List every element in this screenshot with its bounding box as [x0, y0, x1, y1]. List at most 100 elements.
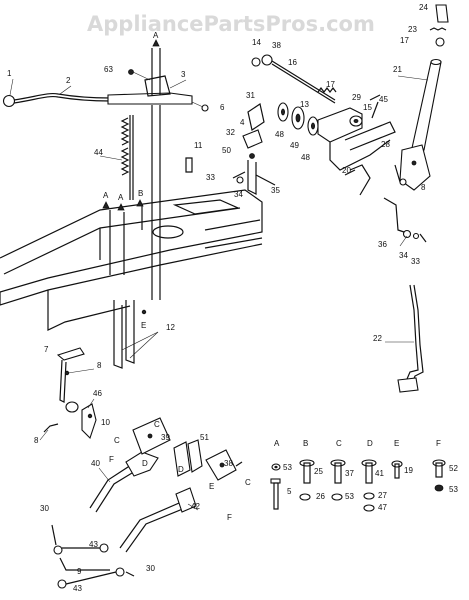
lever-rod-22	[397, 284, 424, 393]
part-label-6: 6	[220, 103, 225, 112]
part-label-C: C	[154, 420, 160, 429]
part-label-39: 39	[161, 433, 170, 442]
svg-text:A: A	[118, 193, 124, 202]
part-label-24: 24	[419, 3, 428, 12]
part-label-41: 41	[375, 469, 384, 478]
part-label-29: 29	[352, 93, 361, 102]
part-label-47: 47	[378, 503, 387, 512]
part-label-48: 48	[301, 153, 310, 162]
part-label-43: 43	[89, 540, 98, 549]
rod-36	[383, 197, 427, 243]
link-42	[119, 487, 197, 553]
part-label-E: E	[141, 321, 146, 330]
bracket-12	[113, 300, 159, 369]
part-label-38: 38	[272, 41, 281, 50]
part-label-30: 30	[40, 504, 49, 513]
part-label-9: 9	[77, 567, 82, 576]
vertical-rod	[129, 115, 134, 200]
part-label-53: 53	[283, 463, 292, 472]
hardware-header-f: F	[436, 439, 441, 448]
part-label-36: 36	[378, 240, 387, 249]
part-label-34: 34	[399, 251, 408, 260]
part-label-49: 49	[290, 141, 299, 150]
part-label-13: 13	[300, 100, 309, 109]
part-label-38: 38	[224, 459, 233, 468]
part-label-51: 51	[200, 433, 209, 442]
vertical-shaft: A	[151, 31, 161, 300]
part-label-44: 44	[94, 148, 103, 157]
part-label-30: 30	[146, 564, 155, 573]
part-label-40: 40	[91, 459, 100, 468]
part-label-15: 15	[363, 103, 372, 112]
part-label-F: F	[109, 455, 114, 464]
part-label-34: 34	[234, 190, 243, 199]
bracket-38	[205, 449, 243, 481]
part-label-12: 12	[166, 323, 175, 332]
part-label-E: E	[209, 482, 214, 491]
part-label-2: 2	[66, 76, 71, 85]
part-label-4: 4	[240, 118, 245, 127]
hardware-table: A B C D E F	[270, 439, 446, 512]
part-label-42: 42	[191, 502, 200, 511]
spring-44	[120, 117, 130, 176]
part-label-D: D	[178, 465, 184, 474]
plates-51	[173, 439, 203, 477]
pivot-assembly-31-35	[232, 103, 276, 195]
part-label-17: 17	[400, 36, 409, 45]
svg-text:B: B	[138, 189, 143, 198]
part-label-16: 16	[288, 58, 297, 67]
part-label-F: F	[227, 513, 232, 522]
knob-1	[2, 94, 16, 108]
grip-24	[429, 4, 449, 47]
pin-11	[185, 157, 193, 173]
part-label-C: C	[245, 478, 251, 487]
part-label-37: 37	[345, 469, 354, 478]
bracket-20	[344, 164, 371, 196]
part-label-52: 52	[449, 464, 458, 473]
leader-lines	[9, 75, 429, 511]
lever-7	[56, 347, 85, 413]
bracket-3	[107, 69, 209, 112]
part-label-28: 28	[381, 140, 390, 149]
part-label-3: 3	[181, 70, 186, 79]
part-label-53: 53	[345, 492, 354, 501]
bracket-39	[132, 417, 171, 455]
lever-21	[394, 58, 442, 191]
part-label-23: 23	[408, 25, 417, 34]
part-label-19: 19	[404, 466, 413, 475]
rocker-shaft-28	[317, 94, 396, 171]
part-label-45: 45	[379, 95, 388, 104]
part-label-31: 31	[246, 91, 255, 100]
watermark-text: AppliancePartsPros.com	[87, 12, 375, 36]
part-label-35: 35	[271, 186, 280, 195]
rod-16	[251, 54, 337, 104]
part-label-10: 10	[101, 418, 110, 427]
part-label-48: 48	[275, 130, 284, 139]
part-label-21: 21	[393, 65, 402, 74]
part-label-63: 63	[104, 65, 113, 74]
part-label-53: 53	[449, 485, 458, 494]
part-label-D: D	[142, 459, 148, 468]
part-label-17: 17	[326, 80, 335, 89]
part-label-C: C	[114, 436, 120, 445]
linkage-43-9	[51, 524, 135, 589]
part-label-26: 26	[316, 492, 325, 501]
part-label-8: 8	[34, 436, 39, 445]
part-label-8: 8	[97, 361, 102, 370]
part-label-43: 43	[73, 584, 82, 593]
part-label-7: 7	[44, 345, 49, 354]
hardware-header-c: C	[336, 439, 342, 448]
part-label-46: 46	[93, 389, 102, 398]
hardware-header-b: B	[303, 439, 308, 448]
part-label-14: 14	[252, 38, 261, 47]
hardware-header-d: D	[367, 439, 373, 448]
part-label-5: 5	[287, 487, 292, 496]
part-label-50: 50	[222, 146, 231, 155]
part-label-1: 1	[7, 69, 12, 78]
washers-48-49	[277, 102, 319, 136]
svg-text:A: A	[153, 31, 159, 40]
link-40	[89, 451, 159, 513]
